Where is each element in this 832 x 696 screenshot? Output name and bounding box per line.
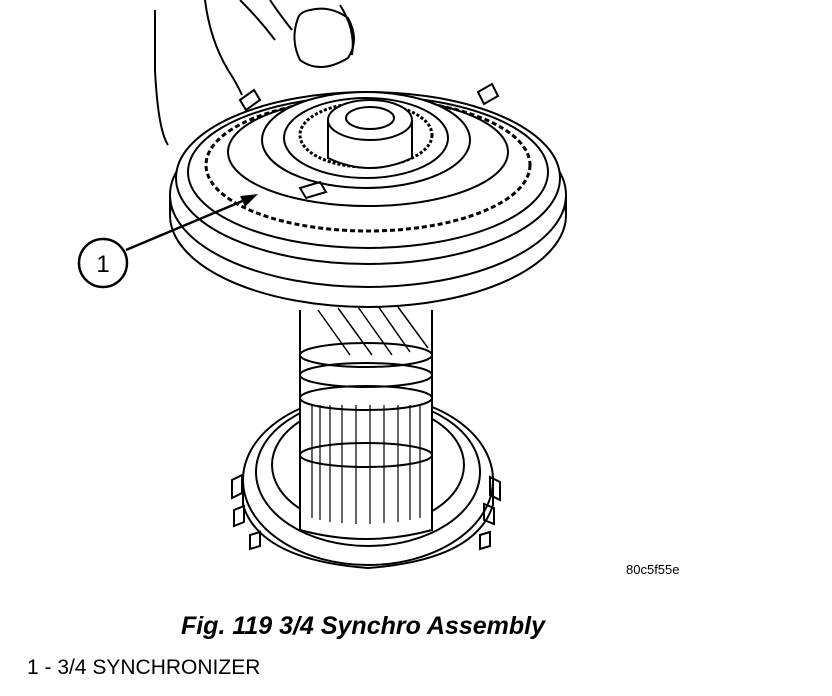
synchro-assembly-illustration: 1 (77, 0, 567, 570)
figure-image-id: 80c5f55e (626, 562, 680, 577)
figure-caption: Fig. 119 3/4 Synchro Assembly (180, 612, 546, 640)
3-4-synchronizer (169, 82, 567, 308)
technician-hand (154, 0, 355, 146)
callout-1 (77, 194, 258, 289)
legend-item-1: 1 - 3/4 SYNCHRONIZER (27, 656, 261, 679)
mainshaft (299, 305, 433, 540)
callout-1-number: 1 (96, 251, 109, 278)
